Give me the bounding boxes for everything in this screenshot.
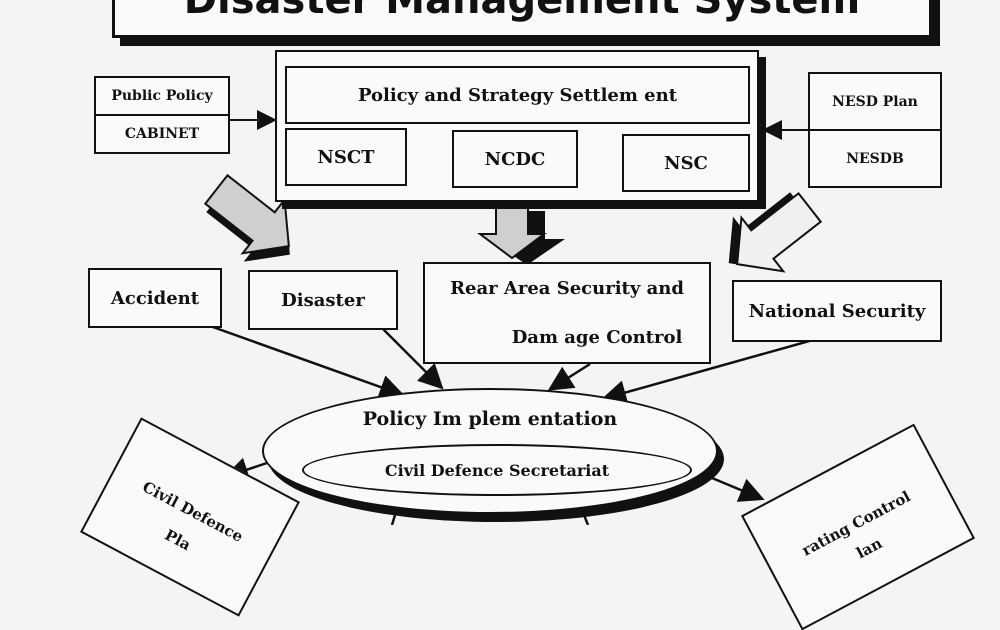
block-arrow-right bbox=[728, 191, 823, 273]
nesd-plan-box: NESD Plan NESDB bbox=[808, 72, 942, 188]
rear-area-line1: Rear Area Security and bbox=[450, 278, 684, 299]
nsc-box: NSC bbox=[622, 134, 750, 192]
national-security-box: National Security bbox=[732, 280, 942, 342]
policy-implementation-label: Policy Im plem entation bbox=[362, 408, 618, 430]
civil-defence-plan-line2: Pla bbox=[161, 525, 194, 555]
rear-area-line2: Dam age Control bbox=[511, 327, 683, 348]
page-title: Disaster Management System bbox=[112, 0, 932, 38]
arrow-national-security-to-implementation bbox=[601, 336, 821, 405]
cabinet-label: CABINET bbox=[96, 114, 228, 152]
nsct-box: NSCT bbox=[285, 128, 407, 186]
nesd-plan-label: NESD Plan bbox=[832, 93, 918, 110]
policy-strategy-header: Policy and Strategy Settlem ent bbox=[285, 66, 750, 124]
connector-lines bbox=[203, 110, 823, 525]
nesdb-label: NESDB bbox=[810, 129, 940, 186]
block-arrow-center bbox=[477, 207, 565, 265]
public-policy-box: Public Policy CABINET bbox=[94, 76, 230, 154]
arrow-implementation-to-operating-control bbox=[711, 476, 765, 502]
arrow-disaster-to-implementation bbox=[381, 327, 444, 390]
operating-control-line2: lan bbox=[853, 534, 886, 563]
civil-defence-secretariat-ellipse: Civil Defence Secretariat bbox=[302, 444, 692, 496]
ncdc-box: NCDC bbox=[452, 130, 578, 188]
arrow-rear-area-to-implementation bbox=[547, 362, 591, 391]
accident-box: Accident bbox=[88, 268, 222, 328]
public-policy-label: Public Policy bbox=[111, 88, 213, 104]
block-arrow-left bbox=[203, 173, 290, 262]
arrow-accident-to-implementation bbox=[209, 324, 405, 400]
rear-area-security-box: Rear Area Security and Dam age Control bbox=[423, 262, 711, 364]
civil-defence-plan-line1: Civil Defence bbox=[139, 477, 247, 546]
disaster-box: Disaster bbox=[248, 270, 398, 330]
